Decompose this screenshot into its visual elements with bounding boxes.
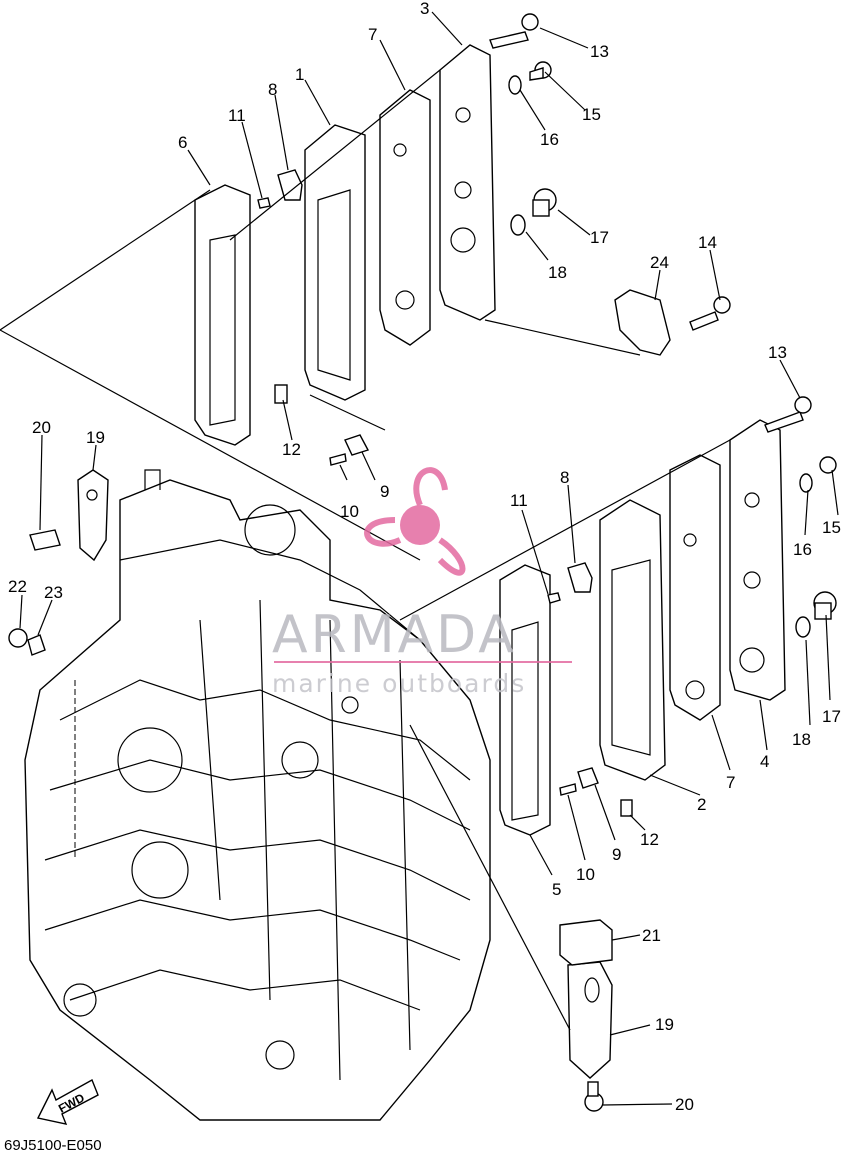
upper-cover-assembly xyxy=(194,13,731,466)
callout-10: 10 xyxy=(340,502,359,521)
watermark-propeller-blade-icon xyxy=(364,467,466,576)
diagram-code: 69J5100-E050 xyxy=(4,1137,102,1153)
callout-2: 2 xyxy=(697,795,706,814)
callout-3: 3 xyxy=(420,0,429,18)
callouts: 3 13 7 1 15 8 16 11 6 17 18 24 14 13 12 … xyxy=(8,0,841,1114)
callout-9: 9 xyxy=(380,482,389,501)
callout-4: 4 xyxy=(760,752,769,771)
callout-1: 1 xyxy=(295,65,304,84)
callout-6: 6 xyxy=(178,133,187,152)
callout-17: 17 xyxy=(822,707,841,726)
callout-7: 7 xyxy=(368,25,377,44)
callout-14: 14 xyxy=(698,233,717,252)
fwd-arrow: FWD xyxy=(36,1079,99,1125)
callout-15: 15 xyxy=(582,105,601,124)
callout-15: 15 xyxy=(822,518,841,537)
callout-13: 13 xyxy=(768,343,787,362)
callout-22: 22 xyxy=(8,577,27,596)
callout-20: 20 xyxy=(32,418,51,437)
watermark-propeller-icon xyxy=(400,505,440,545)
callout-21: 21 xyxy=(642,926,661,945)
callout-20: 20 xyxy=(675,1095,694,1114)
callout-24: 24 xyxy=(650,253,669,272)
callout-10: 10 xyxy=(576,865,595,884)
callout-11: 11 xyxy=(510,491,528,510)
callout-8: 8 xyxy=(268,80,277,99)
watermark: ARMADA marine outboards xyxy=(272,467,572,698)
engine-block xyxy=(24,469,491,1121)
callout-19: 19 xyxy=(86,428,105,447)
callout-12: 12 xyxy=(640,830,659,849)
callout-16: 16 xyxy=(540,130,559,149)
callout-17: 17 xyxy=(590,228,609,247)
callout-9: 9 xyxy=(612,845,621,864)
callout-18: 18 xyxy=(548,263,567,282)
callout-18: 18 xyxy=(792,730,811,749)
left-bracket-parts xyxy=(8,469,109,656)
callout-11: 11 xyxy=(228,106,246,125)
callout-23: 23 xyxy=(44,583,63,602)
callout-5: 5 xyxy=(552,880,561,899)
watermark-subtitle: marine outboards xyxy=(272,669,526,698)
callout-7: 7 xyxy=(726,773,735,792)
callout-8: 8 xyxy=(560,468,569,487)
callout-13: 13 xyxy=(590,42,609,61)
leader-lines xyxy=(0,11,839,1106)
lower-cover-assembly xyxy=(499,396,837,1112)
callout-12: 12 xyxy=(282,440,301,459)
watermark-title: ARMADA xyxy=(272,605,517,665)
fwd-arrow-icon xyxy=(36,1079,99,1125)
callout-16: 16 xyxy=(793,540,812,559)
callout-19: 19 xyxy=(655,1015,674,1034)
